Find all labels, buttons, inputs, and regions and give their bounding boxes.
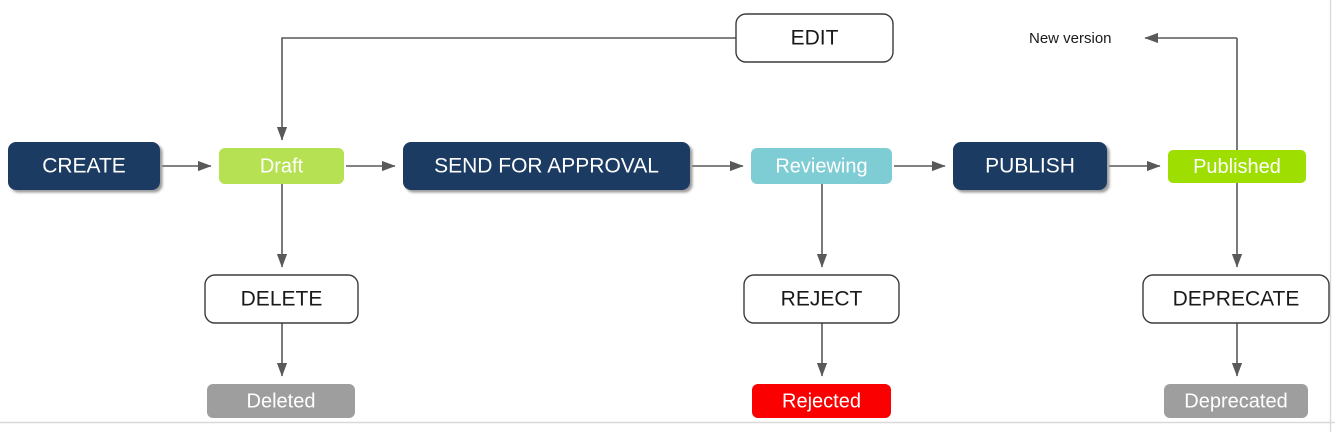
node-shape-send-for-approval xyxy=(403,142,690,190)
node-label-publish: PUBLISH xyxy=(985,155,1075,178)
node-shape-edit xyxy=(735,13,894,63)
node-shape-deprecated xyxy=(1164,384,1308,418)
node-reject[interactable]: REJECT xyxy=(743,274,900,324)
node-delete[interactable]: DELETE xyxy=(204,274,359,324)
node-shape-published xyxy=(1168,150,1306,183)
node-rejected[interactable]: Rejected xyxy=(752,384,891,418)
node-send-for-approval[interactable]: SEND FOR APPROVAL xyxy=(403,142,690,190)
node-deprecated[interactable]: Deprecated xyxy=(1164,384,1308,418)
new-version-label: New version xyxy=(1029,30,1112,47)
node-label-deprecated: Deprecated xyxy=(1184,390,1287,412)
node-label-rejected: Rejected xyxy=(782,390,861,412)
node-shape-draft xyxy=(219,148,344,184)
node-draft[interactable]: Draft xyxy=(219,148,344,184)
edge-label-backing xyxy=(1021,28,1124,50)
node-publish[interactable]: PUBLISH xyxy=(953,142,1107,190)
edge-labels-layer: New version xyxy=(1021,28,1124,50)
node-shape-create xyxy=(8,142,160,190)
nodes-layer: CREATE Draft SEND FOR APPROVAL Reviewing PUB… xyxy=(8,13,1330,418)
node-label-reject: REJECT xyxy=(781,288,863,311)
node-shape-reviewing xyxy=(751,148,892,184)
node-label-create: CREATE xyxy=(42,155,126,178)
node-label-deprecate: DEPRECATE xyxy=(1173,288,1300,311)
node-shape-deleted xyxy=(207,384,355,418)
node-reviewing[interactable]: Reviewing xyxy=(751,148,892,184)
node-label-send-for-approval: SEND FOR APPROVAL xyxy=(434,155,659,178)
node-label-delete: DELETE xyxy=(241,288,323,311)
node-label-reviewing: Reviewing xyxy=(775,155,867,177)
edge-edit-to-draft xyxy=(276,37,736,141)
edges-layer xyxy=(162,32,1243,377)
node-label-draft: Draft xyxy=(260,155,304,177)
node-published[interactable]: Published xyxy=(1168,150,1306,183)
node-shape-reject xyxy=(743,274,900,324)
node-shape-rejected xyxy=(752,384,891,418)
node-deleted[interactable]: Deleted xyxy=(207,384,355,418)
node-edit[interactable]: EDIT xyxy=(735,13,894,63)
node-label-edit: EDIT xyxy=(791,27,839,50)
node-create[interactable]: CREATE xyxy=(8,142,160,190)
node-label-published: Published xyxy=(1193,156,1281,178)
node-deprecate[interactable]: DEPRECATE xyxy=(1142,274,1330,324)
node-label-deleted: Deleted xyxy=(247,390,316,412)
node-shape-deprecate xyxy=(1142,274,1330,324)
node-shape-publish xyxy=(953,142,1107,190)
node-shape-delete xyxy=(204,274,359,324)
